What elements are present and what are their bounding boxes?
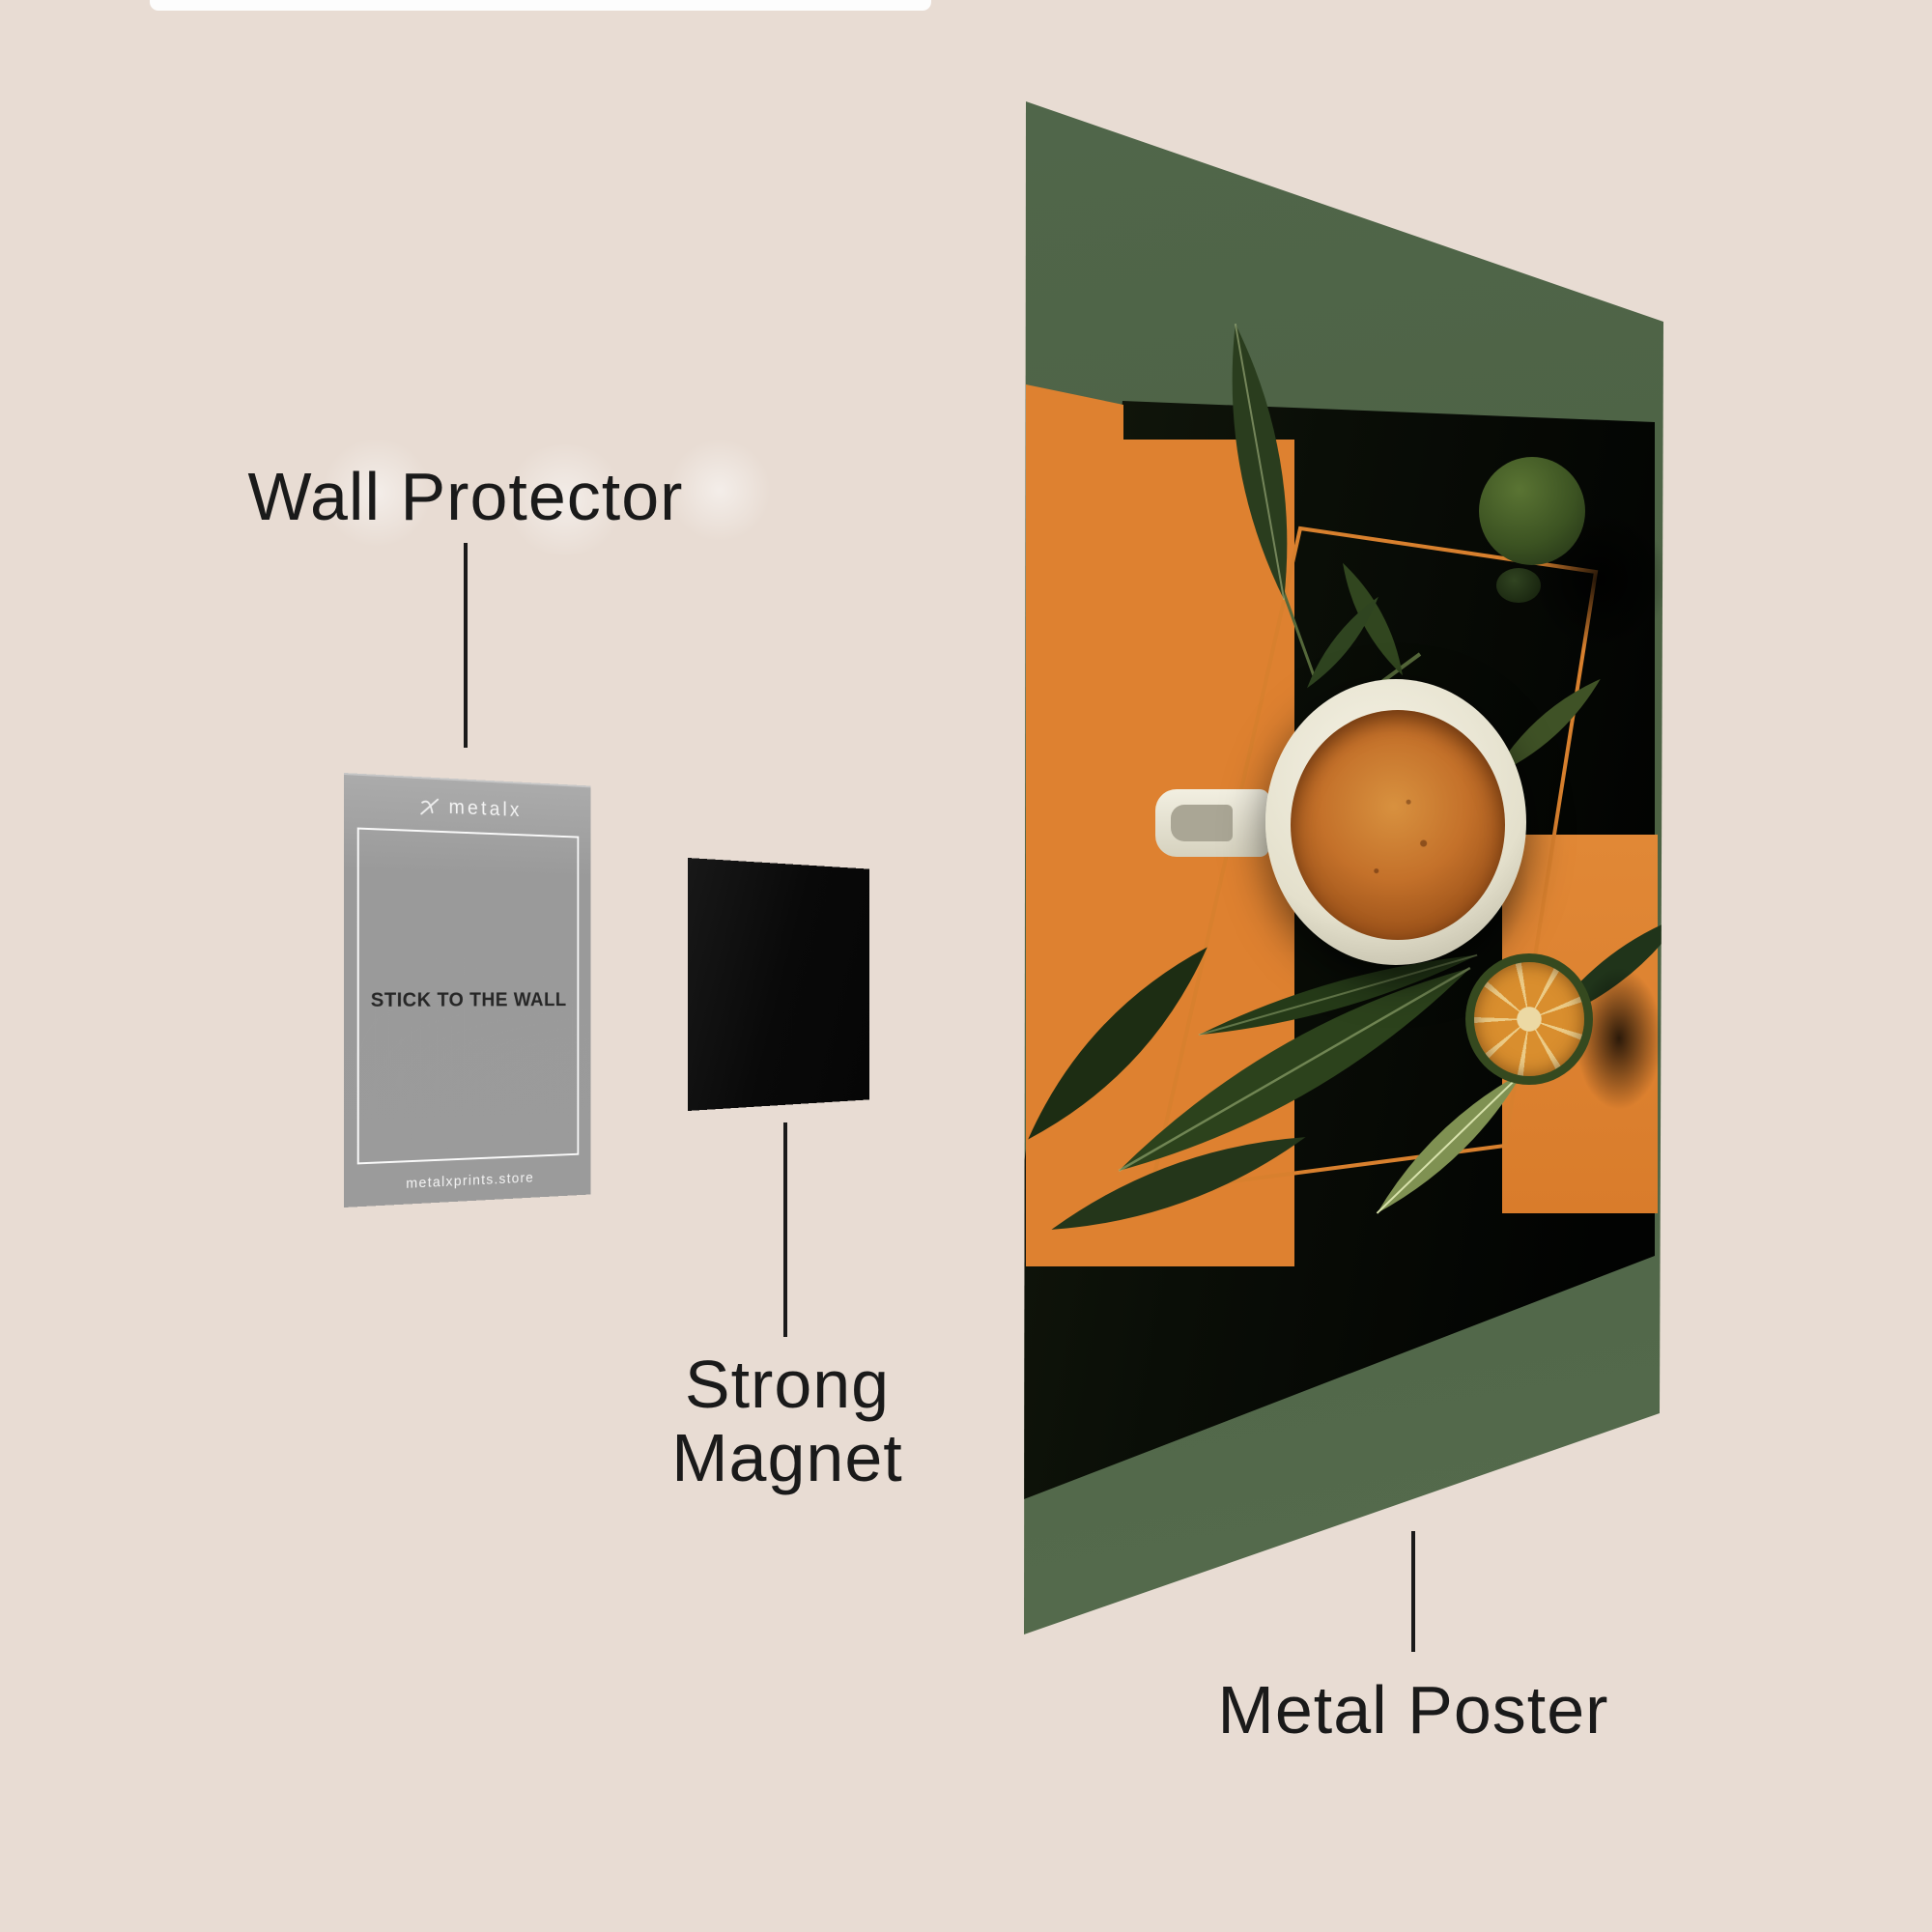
small-lime <box>1496 568 1541 603</box>
card-brand-text: metalx <box>448 796 523 821</box>
background-highlight-blob <box>667 440 773 541</box>
strong-magnet-pointer-line <box>783 1122 787 1337</box>
top-white-strip <box>150 0 931 11</box>
metal-poster-pointer-line <box>1411 1531 1415 1652</box>
card-center-text: STICK TO THE WALL <box>370 989 567 1011</box>
whole-lime <box>1479 457 1585 565</box>
metalx-logo-icon <box>418 795 440 819</box>
card-footer-text: metalxprints.store <box>406 1169 535 1192</box>
wall-protector-label: Wall Protector <box>247 459 684 534</box>
card-brand-row: metalx <box>344 788 590 828</box>
wall-protector-card: metalx STICK TO THE WALL metalxprints.st… <box>344 773 591 1208</box>
strong-magnet-label: Strong Magnet <box>546 1348 1029 1494</box>
metal-poster <box>1024 101 1663 1634</box>
metal-poster-label: Metal Poster <box>1217 1672 1609 1747</box>
background-highlight-blob <box>502 444 628 555</box>
tea-surface <box>1291 710 1505 940</box>
strong-magnet-label-line2: Magnet <box>671 1420 903 1495</box>
tea-cup-handle-slot <box>1171 805 1233 841</box>
wall-protector-pointer-line <box>464 543 468 748</box>
strong-magnet-label-line1: Strong <box>684 1347 891 1422</box>
orange-outline-square <box>1148 526 1599 1195</box>
background-highlight-blob <box>319 440 435 546</box>
halved-lime <box>1465 953 1593 1085</box>
strong-magnet-square <box>688 858 870 1111</box>
